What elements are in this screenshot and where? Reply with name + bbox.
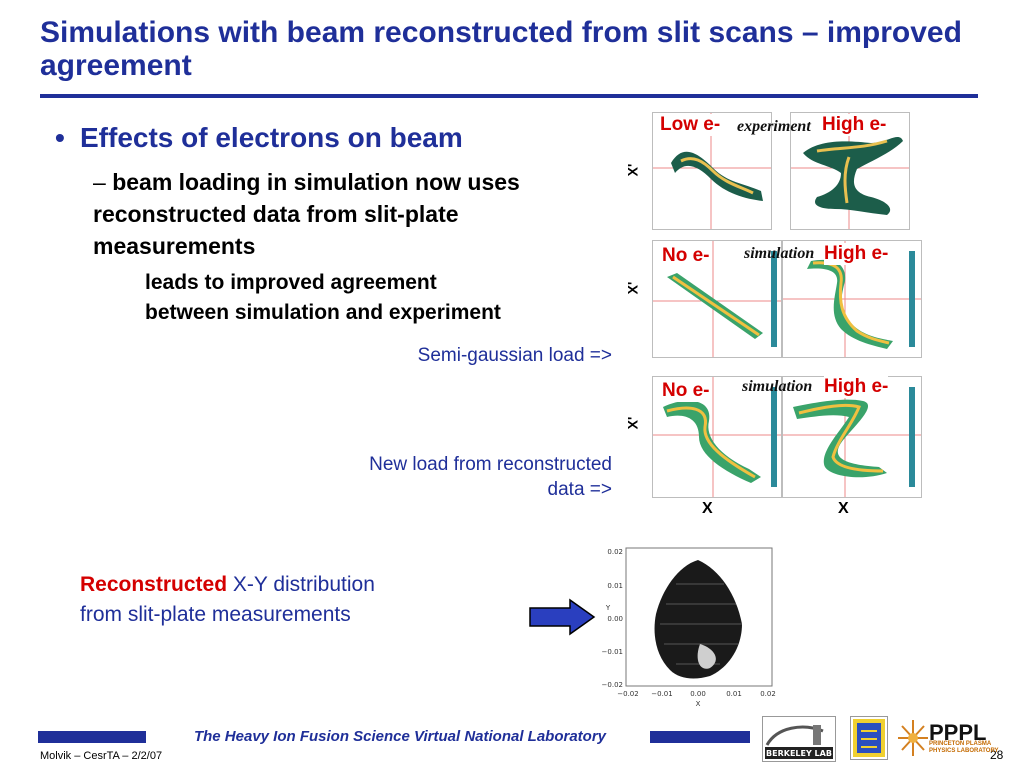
footer-author: Molvik – CesrTA – 2/2/07 <box>40 750 163 762</box>
xy-ytick-2: 0.00 <box>607 615 623 623</box>
sub-point: – beam loading in simulation now uses re… <box>93 166 553 262</box>
footer-bar-left <box>38 731 146 743</box>
ylabel-row3: X' <box>624 416 641 430</box>
sub-dash: – <box>93 169 106 195</box>
xy-xtick-3: 0.01 <box>726 690 742 698</box>
xy-xtick-2: 0.00 <box>690 690 706 698</box>
ylabel-row2: X' <box>624 281 641 295</box>
sub-point-text: beam loading in simulation now uses reco… <box>93 169 520 259</box>
xy-ytick-4: −0.02 <box>602 681 623 689</box>
pppl-logo-subtitle: PRINCETON PLASMA PHYSICS LABORATORY <box>929 741 999 754</box>
footer-lab-name: The Heavy Ion Fusion Science Virtual Nat… <box>193 728 607 745</box>
label-simulation-row3: simulation <box>742 378 813 395</box>
bullet-marker: • <box>55 122 65 153</box>
label-simulation-row2: simulation <box>744 245 815 262</box>
page-number: 28 <box>990 748 1004 762</box>
reconstructed-rest: X-Y distribution from slit-plate measure… <box>80 573 375 626</box>
label-high-e-row3: High e- <box>824 376 889 398</box>
reconstructed-word: Reconstructed <box>80 573 228 596</box>
xy-ytick-1: 0.01 <box>607 582 623 590</box>
llnl-logo <box>850 716 888 760</box>
new-load-label: New load from reconstructed data => <box>369 454 612 500</box>
slide-title: Simulations with beam reconstructed from… <box>40 16 962 82</box>
arrow-right-icon <box>529 598 596 636</box>
plot-experiment-high <box>790 112 910 230</box>
ylabel-row1: X' <box>624 163 641 177</box>
xy-xtick-4: 0.02 <box>760 690 776 698</box>
label-low-e: Low e- <box>660 114 721 136</box>
berkeley-lab-text: BERKELEY LAB <box>766 749 832 758</box>
xlabel-left: X <box>702 500 713 517</box>
title-underline <box>40 94 978 98</box>
xy-xtick-0: −0.02 <box>617 690 638 698</box>
footer-bar-right <box>650 731 750 743</box>
xy-xlabel: X <box>696 700 701 708</box>
reconstructed-caption: Reconstructed X-Y distribution from slit… <box>80 570 400 630</box>
label-experiment: experiment <box>737 118 811 135</box>
pppl-logo-text: PPPL <box>929 720 987 745</box>
semi-gaussian-label: Semi-gaussian load => <box>417 345 612 366</box>
xy-ytick-3: −0.01 <box>602 648 623 656</box>
label-high-e-row1: High e- <box>822 114 887 136</box>
label-no-e-row2: No e- <box>662 245 710 267</box>
xy-xtick-1: −0.01 <box>651 690 672 698</box>
xy-ytick-0: 0.02 <box>607 548 623 556</box>
xy-distribution-plot: 0.02 0.01 0.00 −0.01 −0.02 −0.02 −0.01 0… <box>596 544 776 712</box>
sub-sub-point: leads to improved agreement between simu… <box>145 271 501 324</box>
xlabel-right: X <box>838 500 849 517</box>
berkeley-lab-logo: BERKELEY LAB <box>762 716 836 762</box>
xy-ylabel: Y <box>605 604 611 612</box>
label-high-e-row2: High e- <box>824 243 889 265</box>
pppl-starburst-icon <box>898 720 928 756</box>
label-no-e-row3: No e- <box>662 380 710 402</box>
main-point: Effects of electrons on beam <box>80 122 463 153</box>
